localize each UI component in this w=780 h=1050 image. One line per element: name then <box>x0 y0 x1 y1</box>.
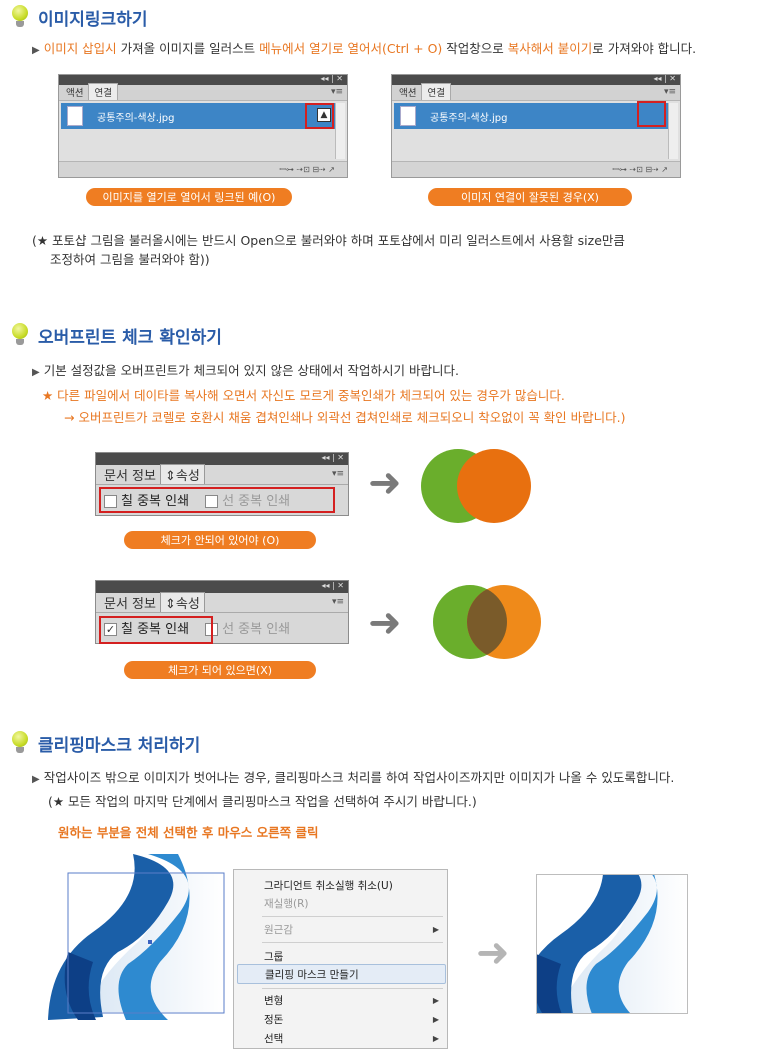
overprint-off-circles <box>421 449 531 523</box>
right-arrow-icon: ➜ <box>476 930 510 976</box>
menu-item-undo[interactable]: 그라디언트 취소실행 취소(U) <box>264 879 393 892</box>
section3-line2: (★ 모든 작업의 마지막 단계에서 클리핑마스크 작업을 선택하여 주시기 바… <box>48 794 477 809</box>
overprint-stroke-option[interactable]: 선 중복 인쇄 <box>205 490 290 509</box>
overlap-area <box>467 585 507 659</box>
section1-line1: ▶이미지 삽입시 가져올 이미지를 일러스트 메뉴에서 열기로 열어서(Ctrl… <box>32 41 697 56</box>
section1-note-line2: 조정하여 그림을 불러와야 함)) <box>50 252 210 267</box>
links-panel-wrong: ◂◂ | ✕ 액션 연결 ▾≡ 공통주의-색상.jpg ꟷ⊶ ⇢⊡ ⊟⇢ ↗ <box>391 74 681 178</box>
tab-attributes[interactable]: ⇕속성 <box>159 464 205 484</box>
triangle-bullet-icon: ▶ <box>32 45 40 56</box>
link-row[interactable]: 공통주의-색상.jpg ▲ <box>61 103 335 129</box>
menu-separator <box>262 916 443 917</box>
panel-menu-icon[interactable]: ▾≡ <box>331 597 344 607</box>
menu-item-arrange[interactable]: 정돈▶ <box>264 1013 439 1026</box>
triangle-bullet-icon: ▶ <box>32 774 40 785</box>
overprint-fill-checkbox[interactable] <box>104 494 117 508</box>
artwork-after-clipping <box>536 874 688 1014</box>
lightbulb-icon <box>10 731 30 755</box>
label-checked: 체크가 되어 있으면(X) <box>124 661 316 679</box>
panel-footer-icons: ꟷ⊶ ⇢⊡ ⊟⇢ ↗ <box>59 161 347 177</box>
panel-footer-icons: ꟷ⊶ ⇢⊡ ⊟⇢ ↗ <box>392 161 680 177</box>
panel-collapse-close-icon[interactable]: ◂◂ | ✕ <box>321 453 344 462</box>
label-unchecked: 체크가 안되어 있어야 (O) <box>124 531 316 549</box>
section2-line1: ▶기본 설정값을 오버프린트가 체크되어 있지 않은 상태에서 작업하시기 바랍… <box>32 363 459 378</box>
highlight-box-link-icon <box>305 103 334 129</box>
submenu-arrow-icon: ▶ <box>432 1014 439 1024</box>
section3-line1: ▶작업사이즈 밖으로 이미지가 벗어나는 경우, 클리핑마스크 처리를 하여 작… <box>32 770 675 785</box>
menu-item-select[interactable]: 선택▶ <box>264 1032 439 1045</box>
link-filename: 공통주의-색상.jpg <box>430 112 508 124</box>
overprint-stroke-checkbox[interactable] <box>205 494 219 508</box>
panel-scrollbar[interactable] <box>335 103 345 159</box>
tab-document-info[interactable]: 문서 정보 <box>104 469 156 484</box>
highlight-box-overprint-fill <box>99 616 213 644</box>
section3-instruction: 원하는 부분을 전체 선택한 후 마우스 오른쪽 클릭 <box>58 825 319 840</box>
section1-title: 이미지링크하기 <box>38 9 148 30</box>
section2-heading: 오버프린트 체크 확인하기 <box>10 322 222 348</box>
menu-item-make-clipping-mask[interactable]: 클리핑 마스크 만들기 <box>237 964 446 984</box>
label-correct-link: 이미지를 열기로 열어서 링크된 예(O) <box>86 188 292 206</box>
lightbulb-icon <box>10 5 30 29</box>
overprint-fill-option[interactable]: ✓칠 중복 인쇄 <box>104 621 190 637</box>
label-wrong-link: 이미지 연결이 잘못된 경우(X) <box>428 188 632 206</box>
section1-note-line1: (★ 포토샵 그림을 불러올시에는 반드시 Open으로 불러와야 하며 포토샵… <box>32 233 625 248</box>
menu-separator <box>262 942 443 943</box>
section2-title: 오버프린트 체크 확인하기 <box>38 327 222 348</box>
menu-separator <box>262 988 443 989</box>
orange-circle <box>457 449 531 523</box>
attributes-panel-unchecked: ◂◂ | ✕ 문서 정보 ⇕속성 ▾≡ 칠 중복 인쇄 선 중복 인쇄 <box>95 452 349 516</box>
highlight-box-missing-icon <box>637 101 666 127</box>
overprint-on-circles <box>433 585 541 659</box>
menu-item-group[interactable]: 그룹 <box>264 950 284 963</box>
tab-actions[interactable]: 액션 <box>399 88 417 99</box>
link-row[interactable]: 공통주의-색상.jpg <box>394 103 668 129</box>
panel-scrollbar[interactable] <box>668 103 678 159</box>
section2-star-line: ★ 다른 파일에서 데이타를 복사해 오면서 자신도 모르게 중복인쇄가 체크되… <box>42 388 565 403</box>
tab-attributes[interactable]: ⇕속성 <box>159 592 205 612</box>
menu-item-perspective[interactable]: 원근감▶ <box>264 923 439 936</box>
section3-heading: 클리핑마스크 처리하기 <box>10 730 200 756</box>
panel-menu-icon[interactable]: ▾≡ <box>331 469 344 479</box>
panel-menu-icon[interactable]: ▾≡ <box>663 87 676 97</box>
lightbulb-icon <box>10 323 30 347</box>
image-thumbnail <box>67 106 83 126</box>
overprint-stroke-option[interactable]: 선 중복 인쇄 <box>205 618 290 637</box>
tab-actions[interactable]: 액션 <box>66 88 84 99</box>
submenu-arrow-icon: ▶ <box>432 1033 439 1043</box>
panel-collapse-close-icon[interactable]: ◂◂ | ✕ <box>653 74 676 83</box>
section3-title: 클리핑마스크 처리하기 <box>38 735 201 756</box>
artwork-before-clipping <box>48 854 225 1020</box>
overprint-fill-checkbox-checked[interactable]: ✓ <box>104 622 117 636</box>
tab-links[interactable]: 연결 <box>88 83 118 100</box>
context-menu: 그라디언트 취소실행 취소(U) 재실행(R) 원근감▶ 그룹 클리핑 마스크 … <box>233 869 448 1049</box>
right-arrow-icon: ➜ <box>368 600 402 646</box>
panel-menu-icon[interactable]: ▾≡ <box>330 87 343 97</box>
right-arrow-icon: ➜ <box>368 460 402 506</box>
overprint-fill-option[interactable]: 칠 중복 인쇄 <box>100 490 193 509</box>
links-panel-correct: ◂◂ | ✕ 액션 연결 ▾≡ 공통주의-색상.jpg ▲ ꟷ⊶ ⇢⊡ ⊟⇢ ↗ <box>58 74 348 178</box>
menu-item-redo[interactable]: 재실행(R) <box>264 897 309 910</box>
triangle-bullet-icon: ▶ <box>32 367 40 378</box>
attributes-panel-checked: ◂◂ | ✕ 문서 정보 ⇕속성 ▾≡ ✓칠 중복 인쇄 선 중복 인쇄 <box>95 580 349 644</box>
tab-links[interactable]: 연결 <box>421 83 451 100</box>
link-filename: 공통주의-색상.jpg <box>97 112 175 124</box>
image-thumbnail <box>400 106 416 126</box>
highlight-box-overprint-options <box>99 487 335 513</box>
tab-document-info[interactable]: 문서 정보 <box>104 597 156 612</box>
panel-collapse-close-icon[interactable]: ◂◂ | ✕ <box>320 74 343 83</box>
linked-image-icon: ▲ <box>317 108 331 122</box>
section1-heading: 이미지링크하기 <box>10 4 147 30</box>
submenu-arrow-icon: ▶ <box>432 924 439 934</box>
section2-arrow-line: → 오버프린트가 코렐로 호환시 채움 겹쳐인쇄나 외곽선 겹쳐인쇄로 체크되오… <box>64 410 626 425</box>
menu-item-transform[interactable]: 변형▶ <box>264 994 439 1007</box>
submenu-arrow-icon: ▶ <box>432 995 439 1005</box>
panel-collapse-close-icon[interactable]: ◂◂ | ✕ <box>321 581 344 590</box>
